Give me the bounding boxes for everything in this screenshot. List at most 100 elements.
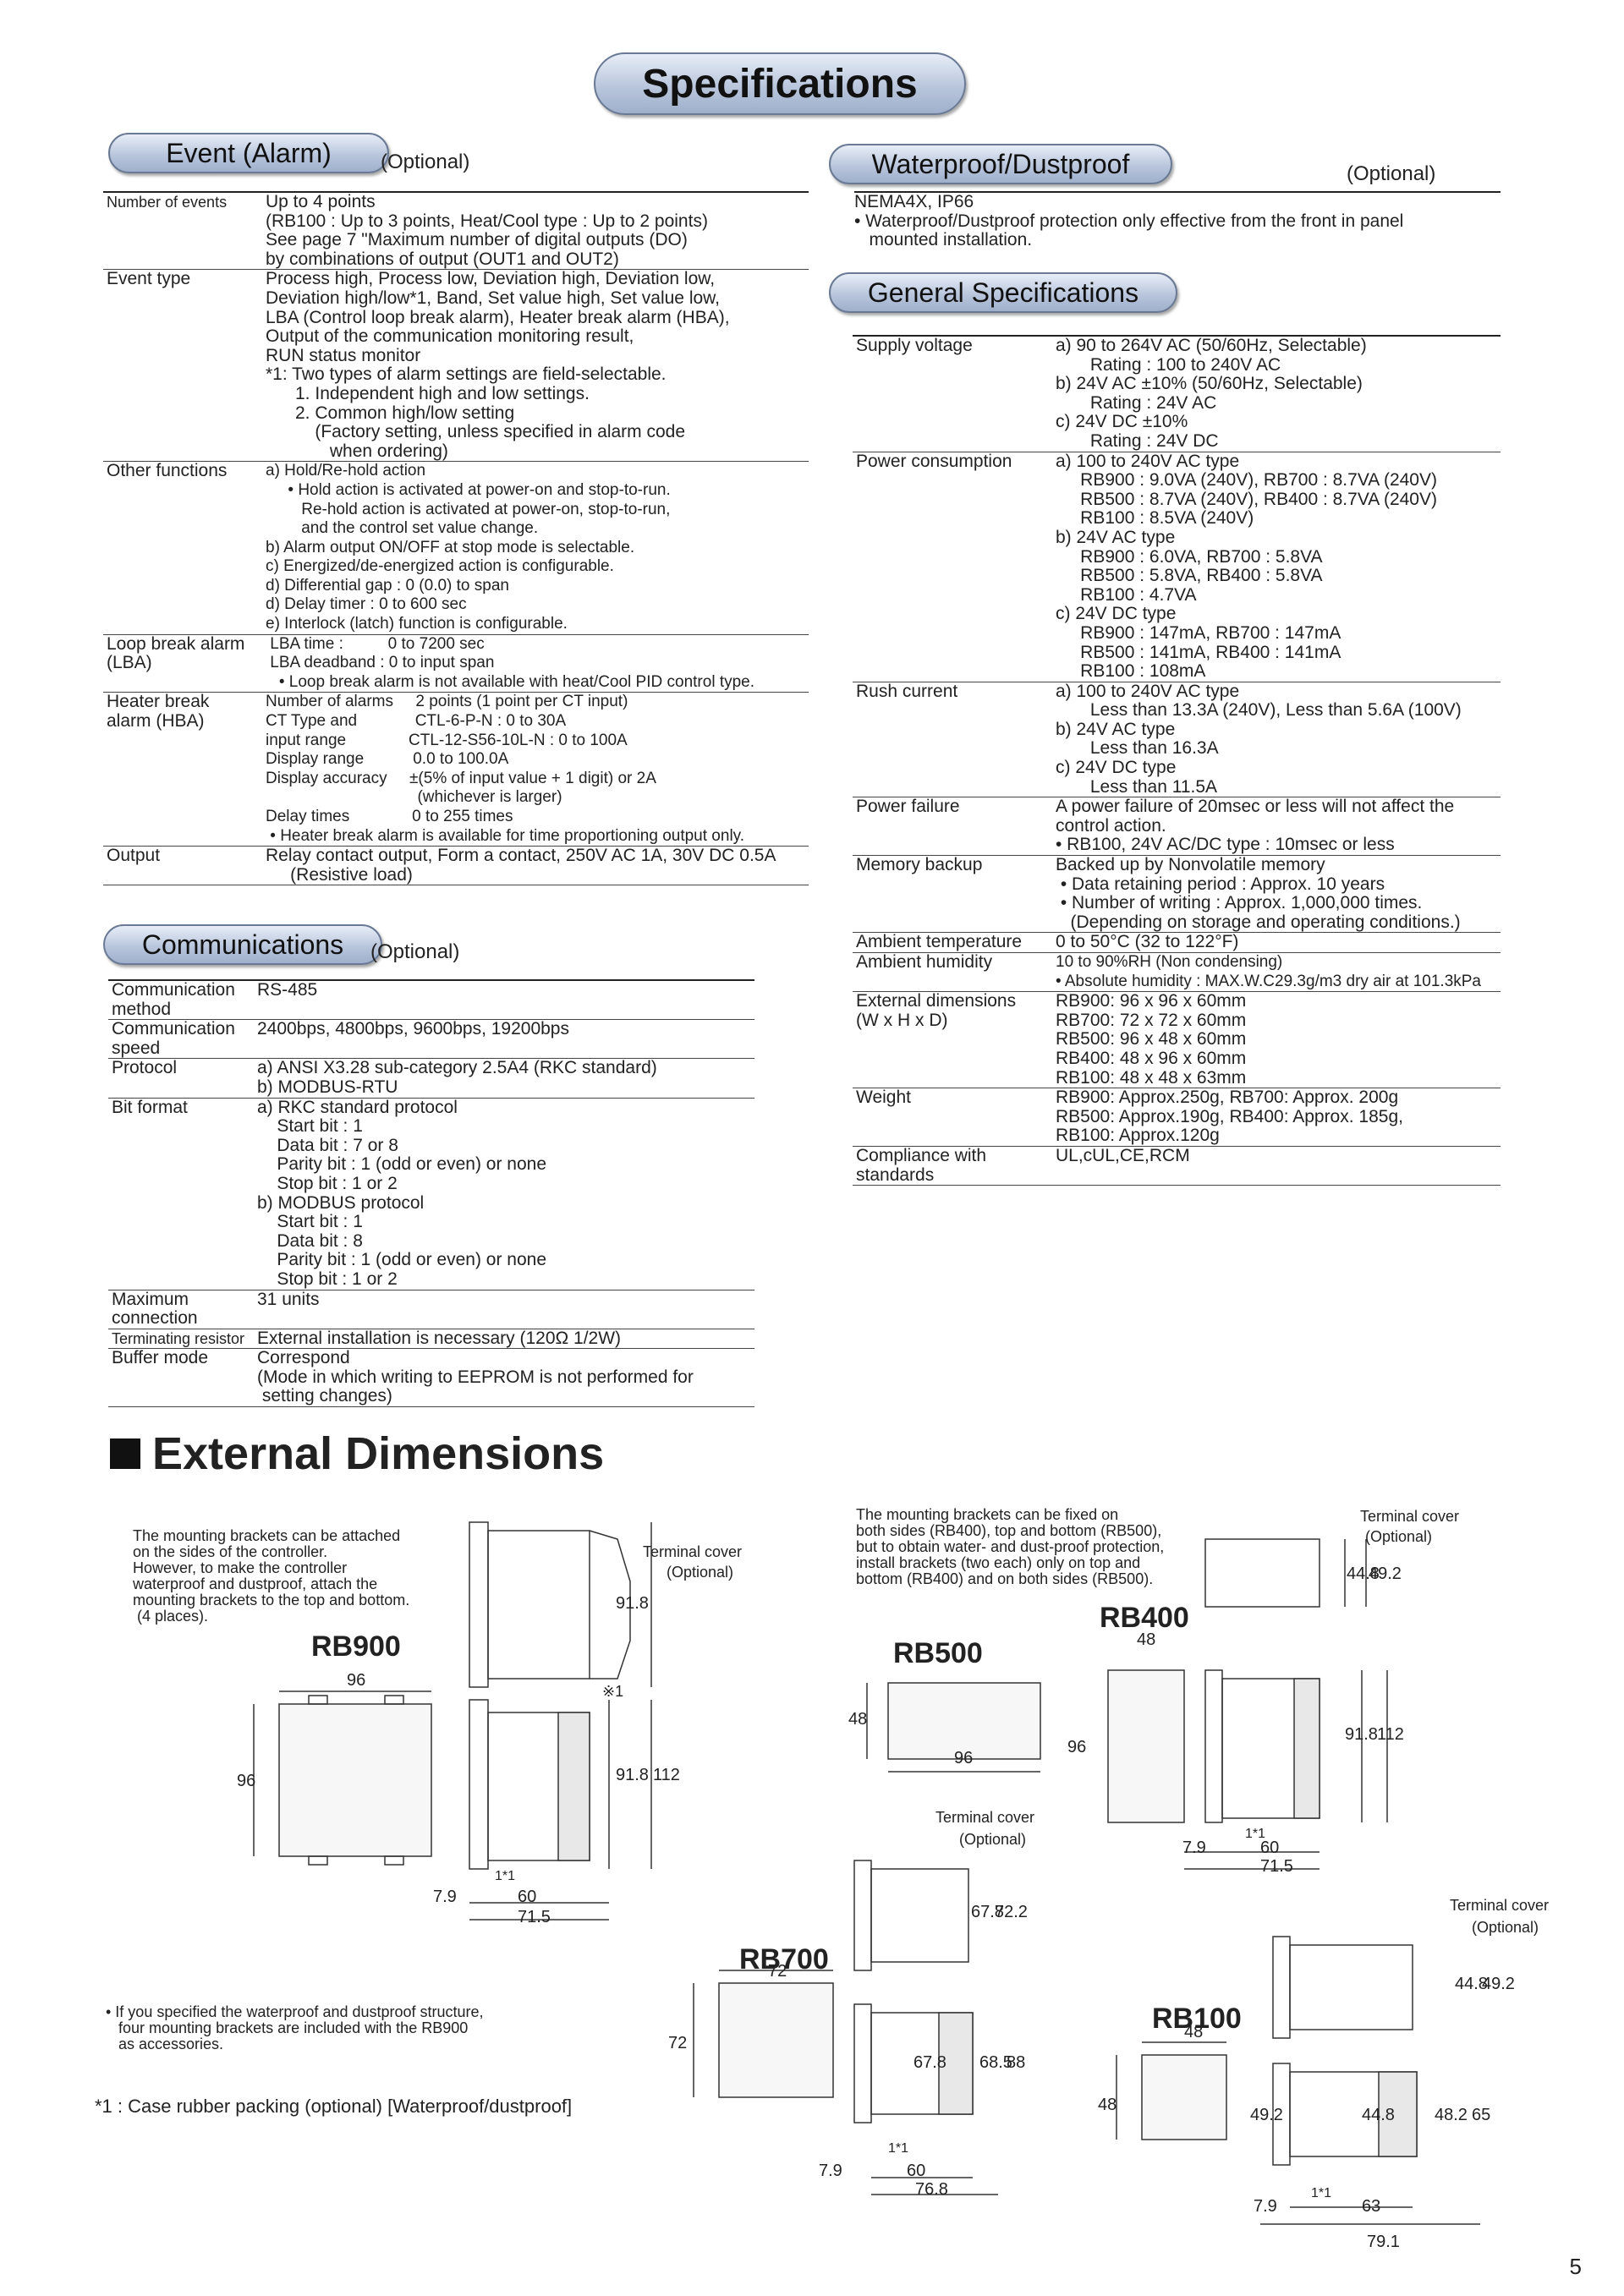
dim-rb400-s1: 7.9: [1182, 1838, 1206, 1857]
dim-rb900-s1: 7.9: [433, 1888, 457, 1906]
row-value: 10 to 90%RH (Non condensing) • Absolute …: [1056, 953, 1481, 990]
row-value: UL,cUL,CE,RCM: [1056, 1145, 1190, 1165]
rb400-one-star: 1*1: [1245, 1827, 1266, 1841]
dim-rb900-w: 96: [347, 1671, 366, 1690]
waterproof-text: NEMA4X, IP66 • Waterproof/Dustproof prot…: [854, 191, 1501, 250]
terminal-cover-label-rb700: Terminal cover: [935, 1809, 1035, 1826]
dim-rb100-d0: 49.2: [1250, 2106, 1283, 2124]
footnote: *1 : Case rubber packing (optional) [Wat…: [95, 2096, 573, 2117]
note-rb900: • If you specified the waterproof and du…: [106, 2003, 484, 2052]
row-label: Terminating resistor: [112, 1329, 245, 1347]
row-value: a) 100 to 240V AC type Less than 13.3A (…: [1056, 681, 1462, 797]
rb100-top-bezel: [1272, 1936, 1291, 2039]
rb700-top-body: [870, 1868, 969, 1963]
row-value: a) RKC standard protocol Start bit : 1 D…: [257, 1097, 547, 1289]
rb700-terminal-block: [938, 2012, 974, 2115]
table-row: External dimensions (W x H x D)RB900: 96…: [853, 991, 1501, 1088]
table-row: Heater break alarm (HBA)Number of alarms…: [103, 693, 809, 847]
row-label: Rush current: [856, 681, 958, 701]
table-row: Loop break alarm (LBA) LBA time : 0 to 7…: [103, 634, 809, 693]
row-label: Output: [107, 846, 161, 866]
row-label: Communication method: [112, 980, 235, 1019]
row-value: Up to 4 points (RB100 : Up to 3 points, …: [266, 192, 708, 269]
dim-rb100-s3: 79.1: [1367, 2233, 1400, 2251]
rb900-front-face: [278, 1703, 432, 1857]
row-value: Relay contact output, Form a contact, 25…: [266, 846, 776, 885]
event-heading: Event (Alarm): [108, 133, 389, 173]
dim-rb400-d2: 112: [1377, 1725, 1404, 1744]
row-value: 0 to 50°C (32 to 122°F): [1056, 932, 1239, 952]
row-value: 2400bps, 4800bps, 9600bps, 19200bps: [257, 1019, 569, 1039]
dim-rb900-s2: 60: [518, 1888, 537, 1906]
table-row: Rush current a) 100 to 240V AC type Less …: [853, 682, 1501, 797]
rb900-bracket: [308, 1695, 328, 1705]
table-row: Number of events Up to 4 points (RB100 : …: [103, 192, 809, 270]
dim-rb900-d1: 91.8: [616, 1594, 649, 1613]
row-value: Backed up by Nonvolatile memory • Data r…: [1056, 855, 1461, 932]
rb400-front-face: [1107, 1669, 1185, 1823]
dim-rb100-s2: 63: [1362, 2197, 1381, 2216]
terminal-cover-optional-rb900: (Optional): [667, 1564, 734, 1581]
rb900-terminal-block: [557, 1712, 590, 1861]
row-label: Power failure: [856, 797, 960, 817]
dim-rb700-d1: 67.8: [914, 2053, 946, 2072]
dim-rb700-d2: 68.5: [979, 2053, 1012, 2072]
dim-rb100-d1: 44.8: [1362, 2106, 1395, 2124]
rb700-front-face: [718, 1982, 834, 2098]
rb900-one-star: 1*1: [495, 1869, 516, 1883]
row-label: Buffer mode: [112, 1348, 209, 1368]
row-value: Process high, Process low, Deviation hig…: [266, 269, 730, 461]
dim-rb100-s1: 7.9: [1254, 2197, 1277, 2216]
external-dimensions-title: External Dimensions: [152, 1428, 605, 1479]
bullet-square-icon: [110, 1438, 140, 1469]
row-label: Other functions: [107, 461, 228, 481]
dim-rb700-h: 72: [668, 2034, 688, 2052]
dim-rb100-d2: 48.2: [1435, 2106, 1468, 2124]
dim-rb400-t2: 49.2: [1369, 1564, 1402, 1583]
rb100-top-body: [1289, 1944, 1413, 2030]
row-label: Loop break alarm (LBA): [107, 633, 245, 673]
rb900-bracket: [308, 1855, 328, 1866]
row-value: a) Hold/Re-hold action • Hold action is …: [266, 462, 671, 633]
model-label-rb900: RB900: [311, 1630, 401, 1663]
communications-heading: Communications: [103, 924, 382, 965]
row-label: Number of events: [107, 194, 228, 211]
model-label-rb100: RB100: [1152, 2003, 1242, 2035]
table-row: Event type Process high, Process low, Dev…: [103, 270, 809, 462]
terminal-cover-label-rb400: Terminal cover: [1360, 1508, 1460, 1525]
dim-rb700-t2: 72.2: [995, 1903, 1028, 1921]
page-number: 5: [1569, 2254, 1582, 2279]
rb900-bracket: [384, 1695, 404, 1705]
rb700-one-star: 1*1: [888, 2141, 909, 2156]
row-label: Event type: [107, 269, 191, 289]
dim-rb100-h: 48: [1098, 2096, 1117, 2114]
row-value: A power failure of 20msec or less will n…: [1056, 797, 1455, 855]
rb700-top-bezel: [853, 1860, 872, 1971]
dim-rb900-d2: 112: [653, 1766, 680, 1784]
row-value: 31 units: [257, 1289, 320, 1309]
dim-rb100-w: 48: [1184, 2023, 1204, 2041]
dim-rb900-h: 96: [237, 1772, 256, 1790]
terminal-cover-label-rb900: Terminal cover: [643, 1543, 743, 1560]
row-label: Bit format: [112, 1097, 188, 1117]
rb400-side-bezel: [1204, 1669, 1223, 1823]
waterproof-heading: Waterproof/Dustproof: [829, 144, 1172, 184]
rb900-bracket: [384, 1855, 404, 1866]
note-right: The mounting brackets can be fixed on bo…: [856, 1506, 1165, 1587]
dim-rb500-h: 48: [848, 1710, 868, 1729]
note-left: The mounting brackets can be attached on…: [133, 1527, 410, 1625]
external-dimensions-heading: External Dimensions: [110, 1427, 604, 1480]
